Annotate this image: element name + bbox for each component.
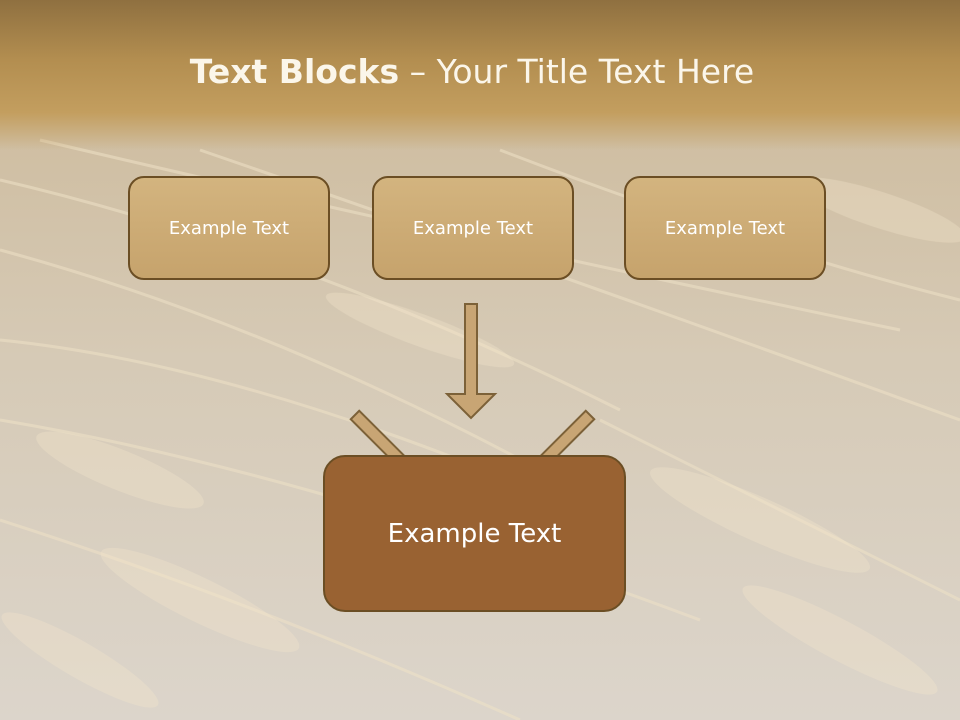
title-bold-text: Text Blocks bbox=[189, 52, 400, 91]
text-block-right[interactable]: Example Text bbox=[624, 176, 826, 280]
text-block-bottom[interactable]: Example Text bbox=[323, 455, 626, 612]
title-dash: – bbox=[399, 52, 437, 91]
text-block-center-label: Example Text bbox=[412, 217, 534, 239]
arrow-center-icon bbox=[444, 303, 498, 420]
title-rest-text: Your Title Text Here bbox=[436, 52, 755, 91]
title-bar bbox=[0, 0, 960, 150]
text-block-right-label: Example Text bbox=[664, 217, 786, 239]
text-block-left-label: Example Text bbox=[168, 217, 290, 239]
text-block-bottom-label: Example Text bbox=[387, 518, 562, 549]
text-block-left[interactable]: Example Text bbox=[128, 176, 330, 280]
slide-title: Text Blocks – Your Title Text Here bbox=[0, 52, 944, 91]
text-block-center[interactable]: Example Text bbox=[372, 176, 574, 280]
